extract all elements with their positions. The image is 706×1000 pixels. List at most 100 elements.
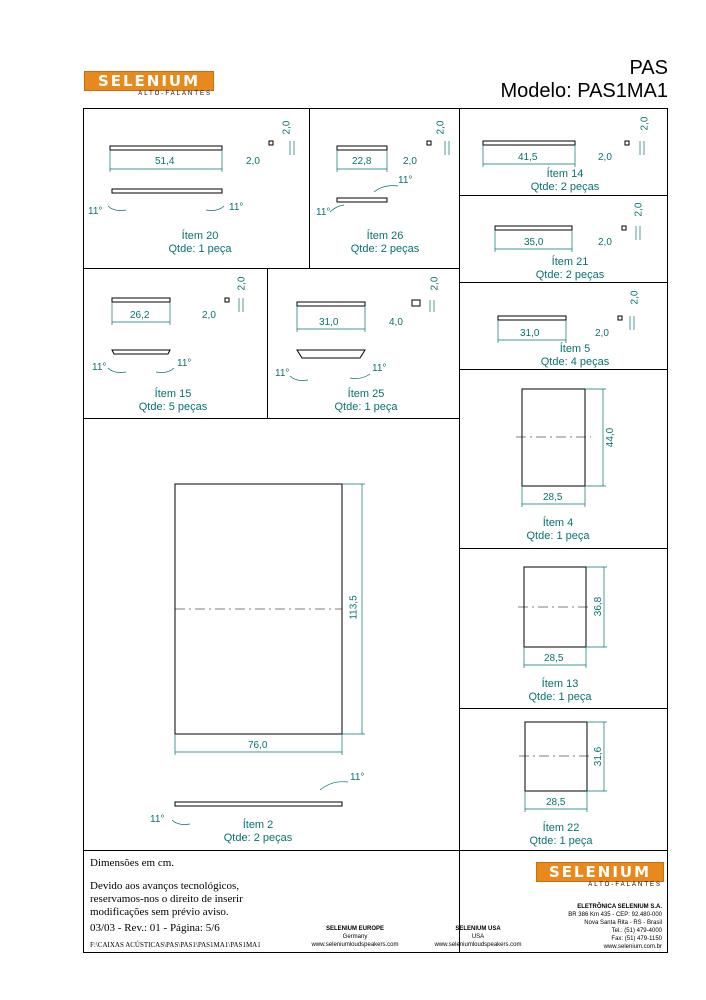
item-label: Ítem 4 <box>542 517 574 529</box>
item-label: Ítem 20 <box>181 230 219 242</box>
dim-angle: 11° <box>177 358 192 369</box>
brand-subtitle: ALTO-FALANTES <box>138 91 212 97</box>
dim-length: 31,0 <box>520 328 540 339</box>
dim-thickness: 4,0 <box>389 317 403 328</box>
item-quantity: Qtde: 1 peça <box>334 401 398 413</box>
brazil-line: Fax: (51) 479-1150 <box>611 936 662 942</box>
dim-thickness-vertical: 2,0 <box>281 120 293 135</box>
dim-length: 51,4 <box>155 156 175 167</box>
divider <box>459 195 668 196</box>
europe-line: Germany <box>342 934 368 940</box>
dim-thickness-vertical: 2,0 <box>435 120 447 135</box>
dim-thickness-vertical: 2,0 <box>639 116 651 131</box>
divider <box>459 708 668 709</box>
item-quantity: Qtde: 1 peça <box>168 243 232 255</box>
usa-address: SELENIUM USA USA www.seleniumloudspeaker… <box>418 925 538 949</box>
brazil-web: www.selenium.com.br <box>603 944 662 950</box>
dim-angle: 11° <box>229 202 244 213</box>
divider <box>309 108 310 268</box>
item-quantity: Qtde: 4 peças <box>540 356 610 368</box>
europe-address: SELENIUM EUROPE Germany www.seleniumloud… <box>295 925 415 949</box>
dim-angle: 11° <box>275 368 290 379</box>
item-quantity: Qtde: 2 peças <box>535 269 605 281</box>
dim-length: 41,5 <box>518 152 538 163</box>
drawing-frame <box>83 108 668 953</box>
dim-width: 28,5 <box>544 653 564 664</box>
usa-line: USA <box>471 934 485 940</box>
item-label: Ítem 13 <box>541 678 579 690</box>
brazil-line: Nova Santa Rita - RS - Brasil <box>584 920 662 926</box>
divider <box>83 418 460 419</box>
item-quantity: Qtde: 1 peça <box>529 835 593 847</box>
dim-thickness: 2,0 <box>595 328 609 339</box>
item-quantity: Qtde: 1 peça <box>528 691 592 703</box>
dim-height: 44,0 <box>605 427 617 448</box>
dim-thickness: 2,0 <box>598 237 612 248</box>
divider <box>459 548 668 549</box>
usa-title: SELENIUM USA <box>455 926 501 932</box>
dim-length: 31,0 <box>319 317 339 328</box>
brazil-address: ELETRÔNICA SELENIUM S.A. BR 386 Km 435 -… <box>538 903 662 951</box>
europe-web: www.seleniumloudspeakers.com <box>311 942 399 948</box>
dim-width: 28,5 <box>546 797 566 808</box>
item-label: Ítem 14 <box>546 168 584 180</box>
dim-thickness-vertical: 2,0 <box>629 290 641 305</box>
file-path: F:\CAIXAS ACÚSTICAS\PAS\PAS1\PAS1MA1\PAS… <box>90 941 261 949</box>
item-quantity: Qtde: 1 peça <box>526 530 590 542</box>
dim-thickness: 2,0 <box>403 156 417 167</box>
item-label: Ítem 26 <box>366 230 404 242</box>
divider <box>459 282 668 283</box>
divider <box>83 850 668 851</box>
notice-line: reservamos-nos o direito de inserir <box>90 893 243 905</box>
item-label: Ítem 21 <box>551 256 589 268</box>
divider <box>459 369 668 370</box>
dim-thickness-vertical: 2,0 <box>236 276 248 291</box>
dim-width: 76,0 <box>248 740 268 751</box>
footer-brand-subtitle: ALTO-FALANTES <box>588 882 662 888</box>
dim-height: 113,5 <box>348 595 360 620</box>
dim-width: 28,5 <box>543 492 563 503</box>
item-label: Ítem 2 <box>242 819 274 831</box>
item-quantity: Qtde: 2 peças <box>350 243 420 255</box>
dim-length: 22,8 <box>352 156 372 167</box>
dim-angle: 11° <box>88 206 103 217</box>
dim-height: 31,6 <box>593 746 605 767</box>
item-quantity: Qtde: 2 peças <box>530 181 600 193</box>
divider <box>459 108 460 953</box>
dim-height: 36,8 <box>593 596 605 617</box>
europe-title: SELENIUM EUROPE <box>325 926 384 932</box>
footer-brand-logo: SELENIUM <box>536 862 664 882</box>
usa-web: www.seleniumloudspeakers.com <box>434 942 522 948</box>
dim-length: 35,0 <box>524 237 544 248</box>
notice-line: Devido aos avanços tecnológicos, <box>90 880 240 892</box>
page-title-line1: PAS <box>629 57 668 79</box>
dim-angle: 11° <box>398 175 413 186</box>
notice-line: modificações sem prévio aviso. <box>90 906 229 918</box>
dim-thickness: 2,0 <box>202 310 216 321</box>
dim-angle: 11° <box>150 814 165 825</box>
dim-thickness-vertical: 2,0 <box>633 202 645 217</box>
brazil-line: Tel.: (51) 479-4000 <box>611 928 662 934</box>
revision-info: 03/03 - Rev.: 01 - Página: 5/6 <box>90 922 220 934</box>
divider <box>267 268 268 418</box>
dim-angle: 11° <box>350 772 365 783</box>
item-label: Ítem 25 <box>347 388 385 400</box>
dim-thickness: 2,0 <box>246 156 260 167</box>
dim-thickness: 2,0 <box>598 152 612 163</box>
units-note: Dimensões em cm. <box>90 857 175 869</box>
dim-angle: 11° <box>92 362 107 373</box>
item-label: Ítem 22 <box>542 822 580 834</box>
dim-angle: 11° <box>372 363 387 374</box>
dim-length: 26,2 <box>130 310 150 321</box>
brand-logo: SELENIUM <box>84 71 214 91</box>
page-title-line2: Modelo: PAS1MA1 <box>500 80 669 102</box>
item-quantity: Qtde: 2 peças <box>223 832 293 844</box>
brazil-title: ELETRÔNICA SELENIUM S.A. <box>577 904 662 910</box>
brazil-line: BR 386 Km 435 - CEP: 92.480-000 <box>568 912 662 918</box>
divider <box>83 268 460 269</box>
dim-thickness-vertical: 2,0 <box>429 276 441 291</box>
item-label: Ítem 5 <box>559 343 591 355</box>
item-label: Ítem 15 <box>154 388 192 400</box>
dim-angle: 11° <box>316 207 331 218</box>
item-quantity: Qtde: 5 peças <box>138 401 208 413</box>
